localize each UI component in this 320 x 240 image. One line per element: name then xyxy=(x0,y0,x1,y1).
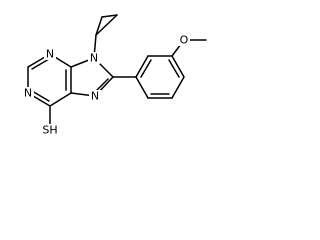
bond-ph-1 xyxy=(135,55,149,78)
atom-n9: N xyxy=(88,52,100,65)
bond-n3-c2-double xyxy=(31,58,50,70)
atom-sh-label: SH xyxy=(42,124,57,137)
molecule-structure: N N N N O SH xyxy=(22,14,207,137)
bond-ph-3 xyxy=(171,55,185,78)
atom-n1-label: N xyxy=(24,87,32,100)
atom-o-methoxy-label: O xyxy=(180,34,189,47)
bond-cyclopropyl-1 xyxy=(95,16,103,36)
bonds xyxy=(27,14,207,128)
atom-n7-label: N xyxy=(91,90,99,103)
bond-c6-c5 xyxy=(49,92,72,107)
atom-n3: N xyxy=(44,48,56,61)
bond-ph-4 xyxy=(171,76,185,99)
bond-ph-6 xyxy=(135,76,149,99)
atom-n3-label: N xyxy=(46,48,54,61)
atom-n1: N xyxy=(22,87,34,100)
atom-n9-label: N xyxy=(90,52,98,65)
atom-labels: N N N N O SH xyxy=(22,34,190,137)
atom-n7: N xyxy=(89,90,101,103)
bond-n1-c6-double xyxy=(31,90,50,102)
atom-o-methoxy: O xyxy=(178,34,190,47)
bond-cyclopropyl-2 xyxy=(101,14,118,18)
atom-sh: SH xyxy=(41,124,59,137)
structure-canvas: N N N N O SH xyxy=(0,0,231,150)
bond-ph-1-double xyxy=(140,59,152,78)
bond-cyclopropyl-3 xyxy=(95,14,118,36)
bond-ph-3-double xyxy=(168,59,180,78)
